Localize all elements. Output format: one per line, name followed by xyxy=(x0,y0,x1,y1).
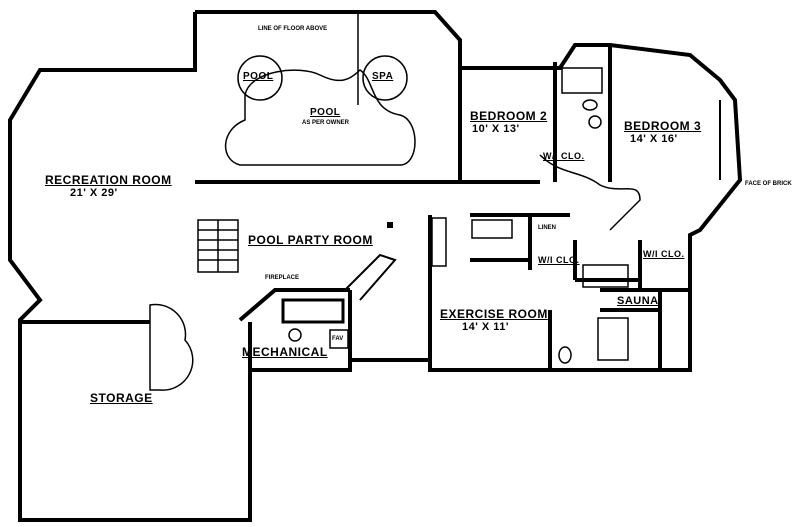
wic-bed2-label: W/I CLO. xyxy=(543,151,585,161)
exercise-room-size: 14' X 11' xyxy=(462,321,510,333)
fireplace xyxy=(281,298,345,324)
bar-counter xyxy=(344,253,397,301)
linen-note: LINEN xyxy=(538,225,556,231)
pool-outline xyxy=(224,69,416,166)
pool-party-room-label: POOL PARTY ROOM xyxy=(248,233,373,247)
toilet-2 xyxy=(558,346,572,364)
sink xyxy=(588,115,602,129)
pool-label-left: POOL xyxy=(243,71,274,82)
outer-wall xyxy=(8,10,743,522)
water-heater xyxy=(288,328,302,342)
door-swing xyxy=(539,154,641,231)
pool-circle xyxy=(237,55,283,101)
fav-note: FAV xyxy=(332,336,344,342)
bedroom-3-label: BEDROOM 3 xyxy=(624,119,702,133)
storage-label: STORAGE xyxy=(90,391,153,405)
linen-cabinet xyxy=(431,217,447,267)
stairs xyxy=(197,219,239,273)
pool-label: POOL xyxy=(310,107,341,118)
mechanical-label: MECHANICAL xyxy=(242,345,328,359)
spa-label: SPA xyxy=(372,71,394,82)
toilet xyxy=(582,99,598,111)
pool-note: AS PER OWNER xyxy=(302,120,350,126)
wic-right-label: W/I CLO. xyxy=(643,249,685,259)
bathtub xyxy=(561,67,603,94)
face-of-brick-note: FACE OF BRICK xyxy=(745,181,792,187)
wic-center-label: W/I CLO. xyxy=(538,255,580,265)
floor-above-note: LINE OF FLOOR ABOVE xyxy=(258,26,328,32)
bedroom-2-label: BEDROOM 2 xyxy=(470,109,548,123)
sauna-label: SAUNA xyxy=(617,295,659,307)
recreation-room-size: 21' X 29' xyxy=(70,187,118,199)
vanity xyxy=(471,219,513,239)
spa-circle xyxy=(362,55,408,101)
shower xyxy=(597,317,629,361)
fav-unit xyxy=(329,329,349,349)
wall xyxy=(238,288,350,322)
bedroom-2-size: 10' X 13' xyxy=(472,123,520,135)
recreation-room-label: RECREATION ROOM xyxy=(45,173,172,187)
bedroom-3-size: 14' X 16' xyxy=(630,133,678,145)
bathtub-2 xyxy=(582,264,629,288)
storage-door xyxy=(149,303,194,391)
exercise-room-label: EXERCISE ROOM xyxy=(440,307,548,321)
fireplace-note: FIREPLACE xyxy=(265,275,300,281)
